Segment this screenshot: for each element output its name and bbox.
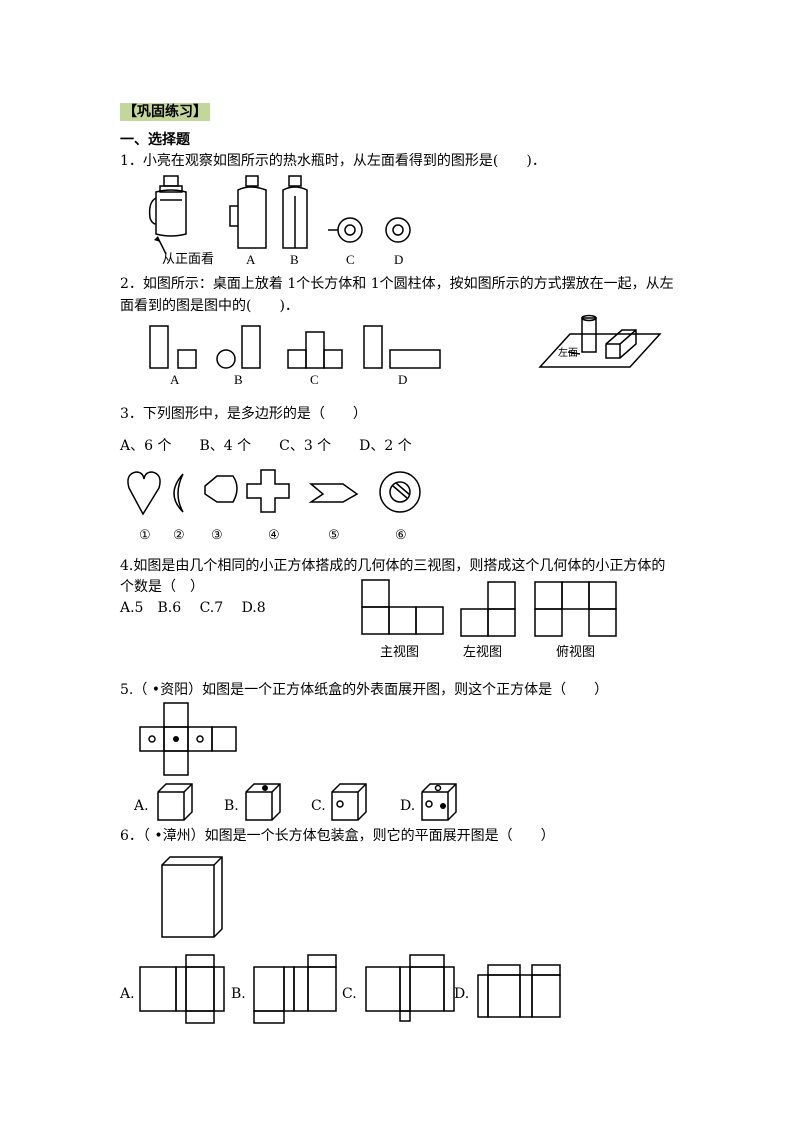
q5-option-d-label: D.	[400, 798, 416, 814]
q4-choices: A.5 B.6 C.7 D.8	[120, 600, 266, 616]
option-a-figure	[229, 175, 267, 249]
front-view-caption: 主视图	[380, 644, 419, 659]
q2-option-a: A	[170, 372, 180, 387]
front-view-label: 从正面看	[162, 251, 214, 266]
q5-option-c-label: C.	[311, 798, 326, 814]
q1-text: 1．小亮在观察如图所示的热水瓶时，从左面看得到的图形是( )．	[120, 153, 546, 169]
q5-text: 5.（ •资阳）如图是一个正方体纸盒的外表面展开图，则这个正方体是（ ）	[120, 682, 609, 698]
q5-cubes-figure	[157, 783, 457, 821]
arrow-shape	[308, 483, 359, 503]
q3-choices: A、6 个 B、4 个 C、3 个 D、2 个	[120, 438, 412, 454]
section-heading: 【巩固练习】	[120, 103, 210, 121]
q6-option-b-label: B.	[231, 986, 246, 1002]
q3-label-3: ③	[211, 527, 223, 542]
q1-option-d: D	[394, 252, 403, 267]
q6-text: 6．（ •漳州）如图是一个长方体包装盒，则它的平面展开图是（ ）	[120, 828, 555, 844]
ring-shape	[379, 471, 421, 513]
crescent-shape	[173, 473, 184, 513]
q5-net-figure	[139, 702, 237, 776]
q2-option-c: C	[310, 372, 319, 387]
q2-options-figure: A B C D	[149, 325, 441, 387]
heart-shape	[127, 471, 161, 516]
q6-option-c-label: C.	[342, 986, 357, 1002]
q4-line2: 个数是（ ）	[120, 579, 204, 595]
cross-shape	[246, 469, 290, 513]
q3-label-2: ②	[173, 527, 185, 542]
q3-label-1: ①	[139, 527, 151, 542]
q2-line2: 面看到的图是图中的( )．	[120, 298, 299, 314]
option-b-figure	[282, 175, 308, 249]
q3-text: 3．下列图形中，是多边形的是（ ）	[120, 406, 367, 422]
q4-line1: 4.如图是由几个相同的小正方体搭成的几何体的三视图，则搭成这个几何体的小正方体的	[120, 558, 666, 574]
q1-figure: 从正面看 A B C D	[148, 175, 411, 267]
top-view-caption: 俯视图	[556, 644, 595, 659]
option-c-figure	[328, 217, 363, 243]
q6-option-d-label: D.	[454, 986, 470, 1002]
q5-option-b-label: B.	[224, 798, 239, 814]
q6-box-figure	[161, 856, 223, 938]
q3-label-5: ⑤	[328, 527, 340, 542]
q5-option-a-label: A.	[134, 798, 149, 814]
hexagon-shape	[204, 475, 238, 503]
q2-line1: 2．如图所示：桌面上放着 1个长方体和 1个圆柱体，按如图所示的方式摆放在一起，…	[120, 276, 674, 292]
q3-label-4: ④	[268, 527, 280, 542]
q3-figure: ① ② ③ ④ ⑤ ⑥	[127, 469, 421, 542]
q2-option-d: D	[398, 372, 407, 387]
option-d-figure	[385, 217, 411, 243]
q1-option-a: A	[246, 252, 256, 267]
q6-nets-figure	[139, 954, 561, 1024]
q6-option-a-label: A.	[120, 986, 135, 1002]
q1-option-c: C	[346, 252, 355, 267]
q2-scene-figure: 左面	[538, 314, 662, 368]
thermos-icon	[148, 175, 187, 237]
q3-label-6: ⑥	[395, 527, 407, 542]
q4-figure: 主视图 左视图 俯视图	[361, 579, 617, 659]
left-side-label: 左面	[558, 346, 578, 359]
q2-option-b: B	[234, 372, 243, 387]
q1-option-b: B	[290, 252, 299, 267]
section-subtitle: 一、选择题	[120, 132, 190, 148]
left-view-caption: 左视图	[463, 644, 502, 659]
